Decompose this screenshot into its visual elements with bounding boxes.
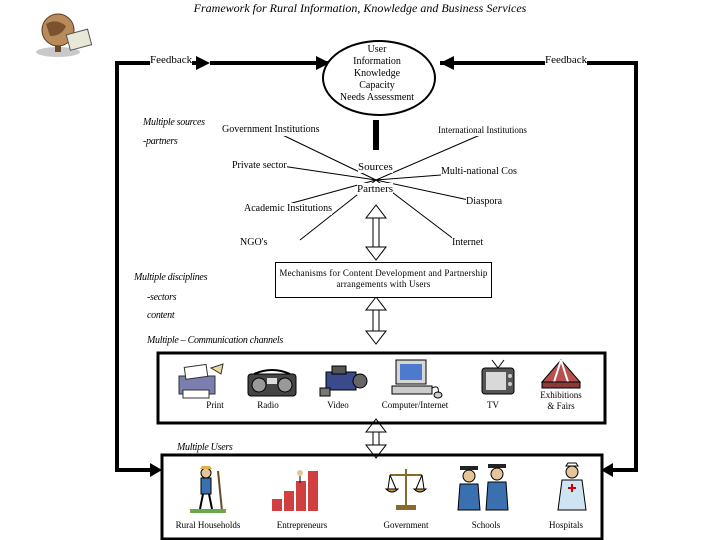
radio-icon bbox=[246, 368, 298, 398]
channel-label-tv: TV bbox=[487, 400, 499, 410]
double-arrow-mechanisms-channels bbox=[364, 296, 388, 345]
channel-label-video: Video bbox=[327, 400, 349, 410]
node-sources: Sources bbox=[358, 161, 393, 173]
user-label-government: Government bbox=[383, 520, 429, 530]
computer-icon bbox=[388, 358, 444, 400]
sectors-label: -sectors bbox=[147, 292, 177, 303]
channel-label-computer: Computer/Internet bbox=[381, 400, 449, 410]
graduates-icon bbox=[456, 462, 512, 512]
feedback-arrowhead-right bbox=[440, 56, 454, 70]
channel-label-exhibitions: Exhibitions & Fairs bbox=[540, 390, 582, 411]
tent-icon bbox=[538, 358, 584, 390]
feedback-label-left: Feedback bbox=[150, 54, 193, 66]
tv-icon bbox=[478, 358, 518, 400]
user-label-rural-households: Rural Households bbox=[175, 520, 241, 530]
page-title: Framework for Rural Information, Knowled… bbox=[193, 1, 527, 15]
video-camera-icon bbox=[318, 362, 368, 398]
farmer-icon bbox=[188, 465, 228, 515]
mechanisms-text: Mechanisms for Content Development and P… bbox=[279, 268, 488, 289]
channel-label-print: Print bbox=[206, 400, 224, 410]
channel-label-radio: Radio bbox=[257, 400, 279, 410]
content-label: content bbox=[147, 310, 175, 321]
double-arrow-channels-users bbox=[364, 418, 388, 459]
mechanisms-box: Mechanisms for Content Development and P… bbox=[275, 262, 492, 298]
feedback-arrowhead-left-inner bbox=[316, 56, 330, 70]
scales-icon bbox=[384, 465, 428, 513]
partners-side-label: -partners bbox=[143, 136, 178, 147]
nurse-icon bbox=[552, 462, 592, 512]
node-ngo: NGO's bbox=[240, 237, 268, 249]
feedback-label-right: Feedback bbox=[545, 54, 588, 66]
feedback-arrowhead-left bbox=[196, 56, 210, 70]
users-heading: Multiple Users bbox=[177, 442, 233, 453]
multiple-disciplines-label: Multiple disciplines bbox=[134, 272, 208, 283]
node-private-sector: Private sector bbox=[232, 160, 287, 172]
double-arrow-sources-mechanisms bbox=[364, 204, 388, 261]
user-label-entrepreneurs: Entrepreneurs bbox=[276, 520, 328, 530]
channels-heading: Multiple – Communication channels bbox=[147, 335, 283, 346]
node-government: Government Institutions bbox=[222, 124, 320, 136]
printer-icon bbox=[175, 360, 225, 402]
growth-chart-icon bbox=[270, 465, 320, 515]
user-label-schools: Schools bbox=[471, 520, 501, 530]
needs-assessment-text: User Information Knowledge Capacity Need… bbox=[339, 44, 415, 103]
globe-icon bbox=[28, 10, 94, 60]
multiple-sources-label: Multiple sources bbox=[143, 117, 205, 128]
needs-assessment-oval bbox=[322, 40, 436, 116]
node-multinational: Multi-national Cos bbox=[441, 166, 517, 178]
channels-box bbox=[156, 351, 607, 425]
node-internet: Internet bbox=[452, 237, 484, 249]
node-partners: Partners bbox=[357, 183, 394, 195]
users-box bbox=[160, 453, 604, 540]
double-arrow-needs-sources bbox=[373, 120, 379, 150]
feedback-line-right bbox=[440, 61, 638, 472]
feedback-line-left bbox=[115, 61, 158, 472]
node-diaspora: Diaspora bbox=[466, 196, 503, 208]
node-international: International Institutions bbox=[430, 124, 535, 136]
user-label-hospitals: Hospitals bbox=[548, 520, 583, 530]
node-academic: Academic Institutions bbox=[244, 203, 333, 215]
